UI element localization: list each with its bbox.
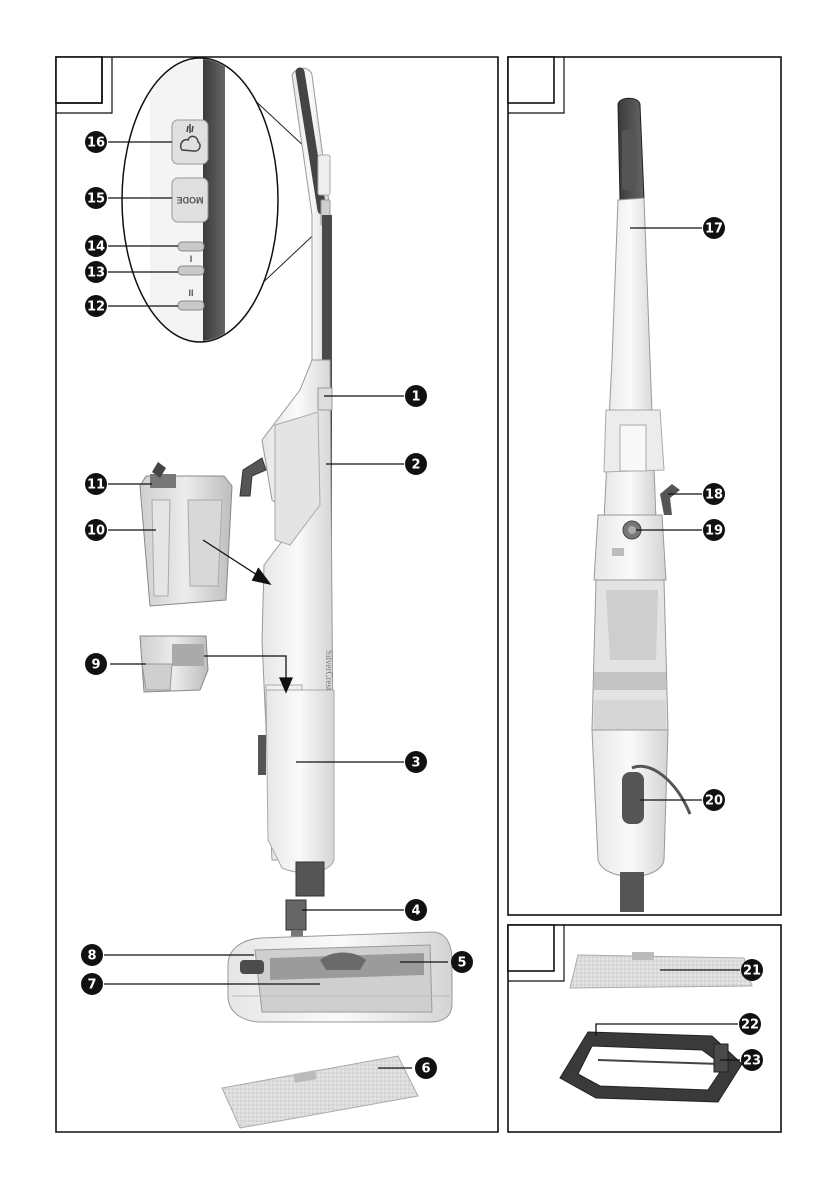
zoom-detail: MODE I II [122, 55, 323, 355]
callout-number: 2 [411, 458, 420, 473]
callout-12: 12 [85, 295, 107, 317]
callout-13: 13 [85, 261, 107, 283]
indicator-light-13 [178, 266, 204, 275]
callout-16: 16 [85, 131, 107, 153]
callout-1: 1 [405, 385, 427, 407]
cleaning-cloth [222, 1056, 418, 1128]
callout-number: 1 [411, 390, 420, 405]
cord-hook [622, 772, 644, 824]
callout-number: 7 [87, 978, 96, 993]
callout-23: 23 [741, 1049, 763, 1071]
callout-number: 9 [91, 658, 100, 673]
panel-c-label-box [508, 925, 554, 971]
callout-number: 8 [87, 949, 96, 964]
callout-number: 10 [87, 524, 105, 539]
level-1-label: I [190, 254, 193, 264]
callout-number: 21 [743, 964, 761, 979]
callout-21: 21 [741, 959, 763, 981]
callout-8: 8 [81, 944, 103, 966]
panel-b-label-box [508, 57, 554, 103]
callout-number: 19 [705, 524, 723, 539]
callout-18: 18 [703, 483, 725, 505]
steam-mop-back [592, 98, 690, 912]
callout-number: 17 [705, 222, 723, 237]
callout-number: 23 [743, 1054, 761, 1069]
callout-7: 7 [81, 973, 103, 995]
callout-number: 5 [457, 956, 466, 971]
callout-number: 22 [741, 1018, 759, 1033]
brand-label: SilverCrest [324, 650, 334, 691]
spare-cloth [570, 955, 752, 988]
callout-number: 20 [705, 794, 723, 809]
callout-10: 10 [85, 519, 107, 541]
callout-6: 6 [415, 1057, 437, 1079]
callout-11: 11 [85, 473, 107, 495]
callout-19: 19 [703, 519, 725, 541]
callout-17: 17 [703, 217, 725, 239]
callout-20: 20 [703, 789, 725, 811]
callout-4: 4 [405, 899, 427, 921]
callout-9: 9 [85, 653, 107, 675]
cloth-and-frame [560, 952, 752, 1102]
callout-number: 15 [87, 192, 105, 207]
callout-3: 3 [405, 751, 427, 773]
callout-5: 5 [451, 951, 473, 973]
water-tank [140, 462, 232, 606]
callout-22: 22 [739, 1013, 761, 1035]
callout-14: 14 [85, 235, 107, 257]
panel-a-label-box [56, 57, 102, 103]
callout-number: 3 [411, 756, 420, 771]
callout-number: 18 [705, 488, 723, 503]
callout-number: 13 [87, 266, 105, 281]
callout-number: 6 [421, 1062, 430, 1077]
indicator-light-12 [178, 301, 204, 310]
callout-number: 14 [87, 240, 105, 255]
callout-15: 15 [85, 187, 107, 209]
level-2-label: II [188, 288, 193, 298]
callout-number: 11 [87, 478, 105, 493]
callout-2: 2 [405, 453, 427, 475]
tank-filter [140, 636, 208, 692]
callout-number: 16 [87, 136, 105, 151]
mode-button-label: MODE [177, 195, 204, 205]
callout-number: 4 [411, 904, 420, 919]
indicator-light-14 [178, 242, 204, 251]
callout-number: 12 [87, 300, 105, 315]
